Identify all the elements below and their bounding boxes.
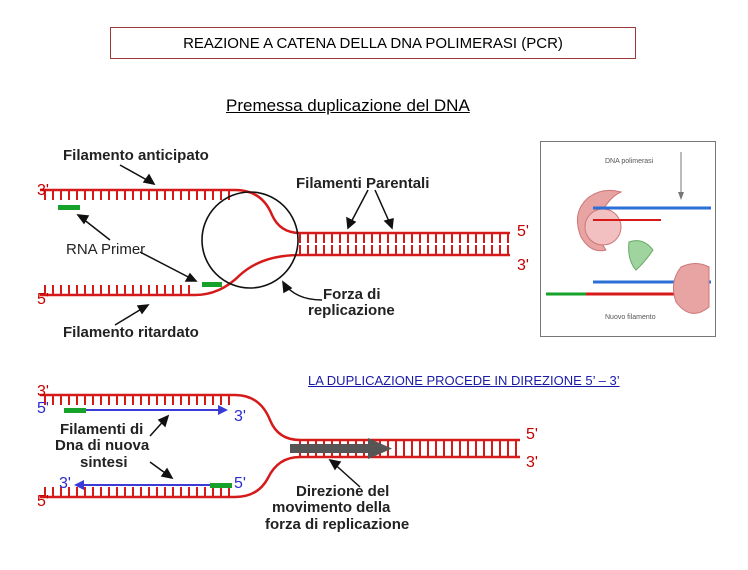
rna-primer-label: RNA Primer bbox=[66, 241, 146, 258]
top-pointers bbox=[76, 164, 394, 326]
top-base-ticks bbox=[44, 190, 509, 295]
lagging-strand-label: Filamento ritardato bbox=[63, 324, 199, 341]
new-strands-line1: Filamenti di bbox=[60, 421, 144, 438]
direction-line1: Direzione del bbox=[296, 483, 390, 500]
parental-strands-label: Filamenti Parentali bbox=[296, 175, 430, 192]
inset-polymerase-label: DNA polimerasi bbox=[605, 158, 654, 165]
end-label-3-top-right: 3' bbox=[517, 257, 529, 274]
end-label-3-bottom-mid: 3' bbox=[234, 408, 246, 425]
title-box: REAZIONE A CATENA DELLA DNA POLIMERASI (… bbox=[110, 27, 636, 59]
fork-label-line2: replicazione bbox=[308, 302, 395, 319]
direction-line3: forza di replicazione bbox=[265, 516, 410, 533]
end-label-5-bottom-left-top: 5' bbox=[37, 400, 49, 417]
end-label-3-bottom-left-bottom: 3' bbox=[59, 475, 71, 492]
end-label-5-bottom-right: 5' bbox=[526, 426, 538, 443]
inset-illustration bbox=[546, 152, 711, 314]
rna-primer-top bbox=[58, 205, 80, 210]
inset-new-strand-label: Nuovo filamento bbox=[605, 314, 656, 321]
fork-label-line1: Forza di bbox=[323, 286, 381, 303]
end-label-5-top-right: 5' bbox=[517, 223, 529, 240]
end-label-5-bottom-mid: 5' bbox=[234, 475, 246, 492]
subtitle: Premessa duplicazione del DNA bbox=[226, 96, 470, 115]
end-label-5-bottom-left-bottom: 5' bbox=[37, 493, 49, 510]
bottom-pointers bbox=[149, 414, 361, 488]
new-strands-line3: sintesi bbox=[80, 454, 128, 471]
page-title: REAZIONE A CATENA DELLA DNA POLIMERASI (… bbox=[183, 34, 563, 52]
top-replication-fork bbox=[40, 188, 510, 297]
end-label-3-top-left: 3' bbox=[37, 182, 49, 199]
leading-strand-label: Filamento anticipato bbox=[63, 147, 209, 164]
end-label-5-top-left: 5' bbox=[37, 291, 49, 308]
end-label-3-bottom-left-top: 3' bbox=[37, 383, 49, 400]
direction-line2: movimento della bbox=[272, 499, 391, 516]
new-strands-line2: Dna di nuova bbox=[55, 437, 150, 454]
rna-primer-bottom bbox=[202, 282, 222, 287]
top-lower-strand bbox=[40, 253, 510, 297]
new-synthesis-strands bbox=[64, 405, 232, 490]
bottom-upper-strand bbox=[40, 393, 520, 442]
fork-direction-arrow bbox=[290, 438, 392, 459]
bottom-lower-strand bbox=[40, 455, 520, 499]
direction-note: LA DUPLICAZIONE PROCEDE IN DIREZIONE 5’ … bbox=[308, 373, 620, 388]
end-label-3-bottom-right: 3' bbox=[526, 454, 538, 471]
fork-circle bbox=[201, 191, 299, 289]
top-upper-strand bbox=[40, 188, 510, 235]
polymerase-inset: DNA polimerasi Nuovo filamento bbox=[540, 141, 716, 337]
